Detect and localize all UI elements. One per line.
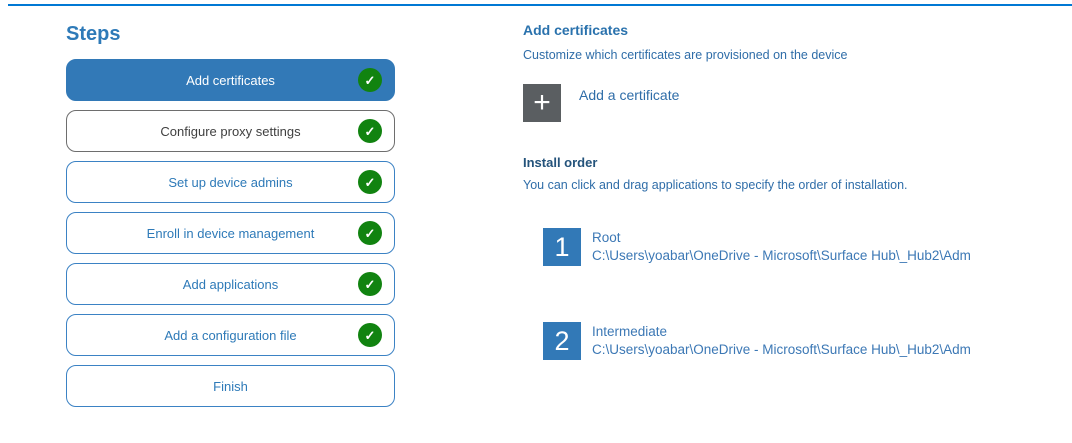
certificate-path: C:\Users\yoabar\OneDrive - Microsoft\Sur… (592, 248, 971, 263)
step-enroll-in-device-management[interactable]: Enroll in device management ✓ (66, 212, 395, 254)
step-label: Add applications (182, 276, 279, 292)
steps-panel: Steps Add certificates ✓ Configure proxy… (66, 22, 395, 416)
order-number-badge: 1 (543, 228, 581, 266)
steps-panel-title: Steps (66, 23, 121, 45)
step-finish[interactable]: Finish (66, 365, 395, 407)
add-certificate-row: + Add a certificate (523, 84, 679, 122)
step-label: Finish (213, 378, 248, 394)
top-accent-rule (8, 4, 1072, 6)
check-icon: ✓ (358, 272, 382, 296)
check-icon: ✓ (358, 68, 382, 92)
add-certificate-button[interactable]: + (523, 84, 561, 122)
install-order-description: You can click and drag applications to s… (523, 178, 908, 192)
install-order-item-intermediate[interactable]: 2 Intermediate C:\Users\yoabar\OneDrive … (543, 322, 971, 360)
install-item-text: Intermediate C:\Users\yoabar\OneDrive - … (592, 322, 971, 359)
step-add-certificates[interactable]: Add certificates ✓ (66, 59, 395, 101)
check-icon: ✓ (358, 323, 382, 347)
certificate-name: Intermediate (592, 324, 668, 339)
install-item-text: Root C:\Users\yoabar\OneDrive - Microsof… (592, 228, 971, 265)
check-icon: ✓ (358, 119, 382, 143)
step-label: Add a configuration file (164, 327, 297, 343)
plus-icon: + (533, 86, 551, 119)
step-label: Enroll in device management (146, 225, 315, 241)
step-configure-proxy-settings[interactable]: Configure proxy settings ✓ (66, 110, 395, 152)
check-icon: ✓ (358, 170, 382, 194)
install-order-title: Install order (523, 155, 598, 170)
page-title: Add certificates (523, 22, 629, 38)
step-label: Add certificates (186, 72, 275, 88)
check-icon: ✓ (358, 221, 382, 245)
certificate-path: C:\Users\yoabar\OneDrive - Microsoft\Sur… (592, 342, 971, 357)
page-subtitle: Customize which certificates are provisi… (523, 48, 848, 62)
step-add-applications[interactable]: Add applications ✓ (66, 263, 395, 305)
step-add-a-configuration-file[interactable]: Add a configuration file ✓ (66, 314, 395, 356)
install-order-item-root[interactable]: 1 Root C:\Users\yoabar\OneDrive - Micros… (543, 228, 971, 266)
order-number-badge: 2 (543, 322, 581, 360)
step-label: Configure proxy settings (160, 123, 301, 139)
step-label: Set up device admins (168, 174, 293, 190)
certificate-name: Root (592, 230, 621, 245)
main-panel: Add certificates Customize which certifi… (523, 22, 1072, 443)
step-set-up-device-admins[interactable]: Set up device admins ✓ (66, 161, 395, 203)
add-certificate-label: Add a certificate (579, 87, 680, 103)
